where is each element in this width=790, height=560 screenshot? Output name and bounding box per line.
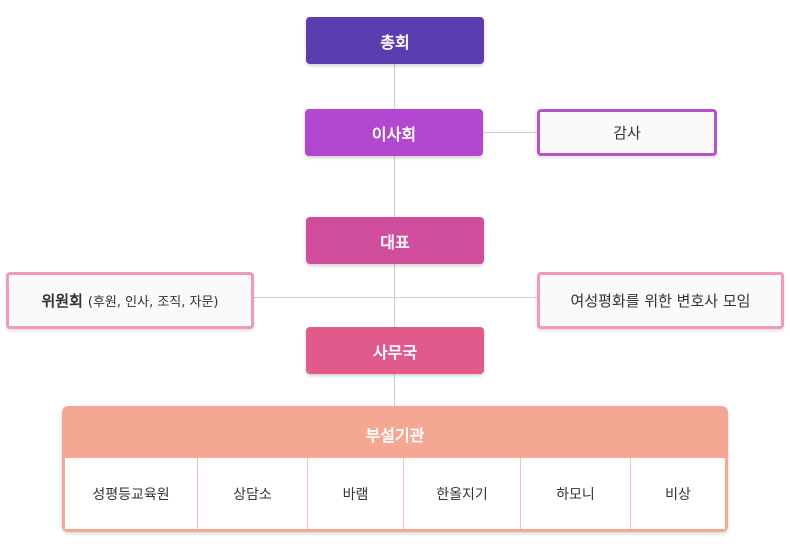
affiliated-item-hanoljigi: 한올지기	[404, 458, 521, 529]
general-assembly-label: 총회	[380, 32, 410, 52]
committee-box: 위원회 (후원, 인사, 조직, 자문)	[6, 272, 254, 329]
affiliated-item-bisang: 비상	[665, 486, 691, 503]
secretariat-box: 사무국	[306, 327, 484, 374]
board-label: 이사회	[371, 124, 417, 144]
audit-label: 감사	[613, 124, 641, 142]
general-assembly-box: 총회	[306, 17, 484, 64]
representative-label: 대표	[380, 232, 410, 252]
lawyers-group-box: 여성평화를 위한 변호사 모임	[537, 272, 784, 329]
connector-lawyers-group	[395, 297, 538, 298]
connector-committee	[252, 297, 395, 298]
board-box: 이사회	[305, 109, 483, 156]
audit-box: 감사	[537, 109, 717, 156]
committee-label: 위원회	[41, 292, 83, 310]
affiliated-item-harmony: 하모니	[521, 458, 631, 529]
committee-detail: (후원, 인사, 조직, 자문)	[87, 295, 219, 310]
secretariat-label: 사무국	[372, 342, 418, 362]
affiliated-item-counseling-center: 상담소	[198, 458, 308, 529]
affiliated-item-baraem: 바램	[308, 458, 404, 529]
affiliated-items-row: 성평등교육원 상담소 바램 한올지기 하모니 비상	[65, 458, 725, 529]
affiliated-institutions-panel: 부설기관 성평등교육원 상담소 바램 한올지기 하모니 비상	[62, 406, 728, 532]
affiliated-item-gender-equality-education: 성평등교육원	[65, 458, 198, 529]
connector-board-audit	[483, 132, 538, 133]
lawyers-group-label: 여성평화를 위한 변호사 모임	[570, 292, 751, 310]
representative-box: 대표	[306, 217, 484, 264]
affiliated-title: 부설기관	[365, 425, 425, 445]
